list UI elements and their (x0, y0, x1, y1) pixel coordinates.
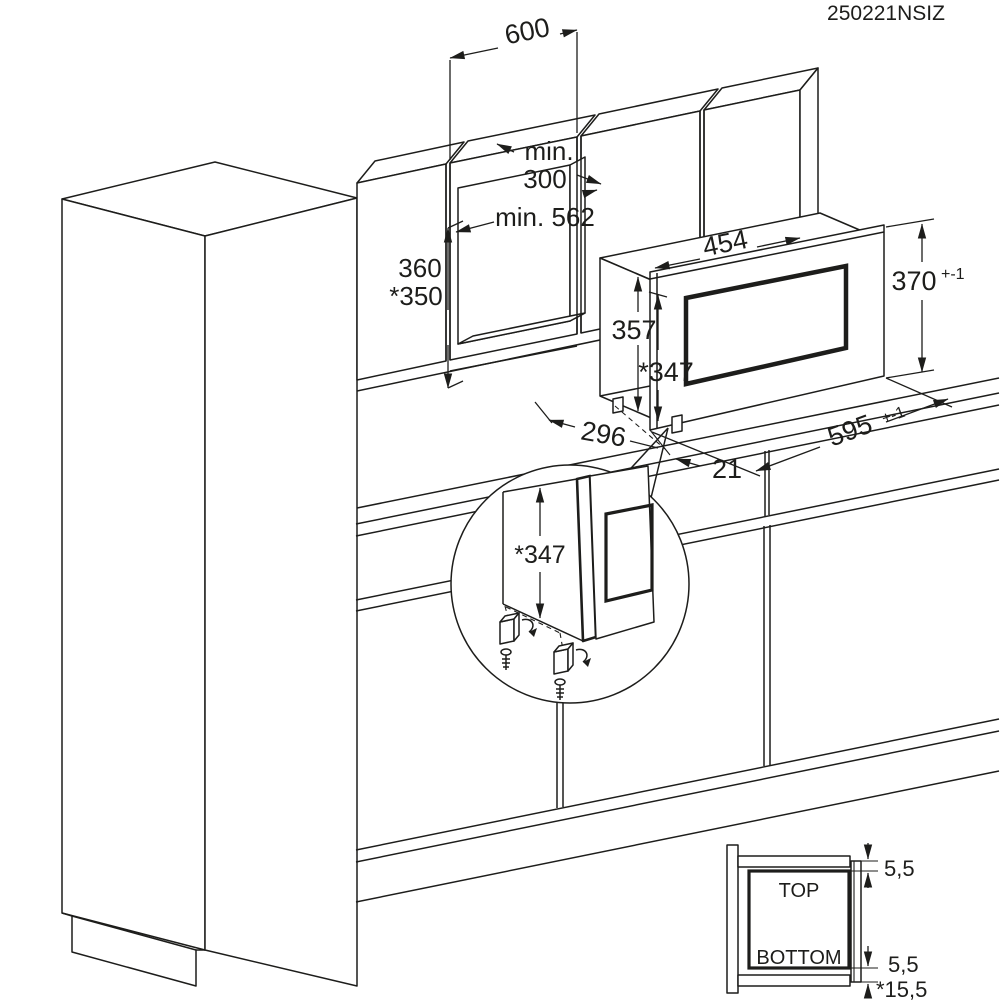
dim-label-370-tolerance: +-1 (941, 266, 965, 283)
inset-bottom-rail (737, 974, 851, 987)
feet-projection-dashed (614, 405, 666, 450)
dim-label-347: *347 (638, 357, 694, 387)
tall-cabinet-right-face (204, 197, 358, 987)
dim-label-350: *350 (389, 281, 443, 311)
mounting-block (499, 612, 537, 670)
microwave-foot (612, 396, 624, 414)
dim-inset-gap-top: 5,5 (850, 843, 915, 888)
inset-side-panel (726, 844, 739, 994)
dim-overhang: 21 (675, 454, 742, 484)
dim-label-detail-347: *347 (514, 541, 565, 569)
dim-label-min: min. (524, 136, 573, 166)
counter-front-edge (355, 392, 1000, 525)
dim-body-height: 357 (611, 276, 657, 412)
mounting-block (553, 642, 591, 700)
dim-label-370: 370 (891, 266, 936, 296)
document-code: 250221NSIZ (827, 2, 945, 25)
rotate-arrow-icon (521, 618, 534, 633)
dim-label-21: 21 (712, 454, 742, 484)
tall-cabinet (61, 161, 358, 987)
detail-door-face (589, 465, 655, 640)
inset-front-strip (850, 860, 862, 983)
microwave-bottom-edge (599, 385, 651, 397)
inset-top-label: TOP (779, 880, 820, 902)
dim-inset-gap-bottom: 5,5 *15,5 (850, 946, 927, 1000)
dim-label-300: 300 (523, 164, 566, 194)
door-bottom-extension (649, 429, 671, 456)
door-edge-line (649, 231, 885, 280)
screw-icon (554, 678, 566, 700)
dim-label-min562: min. 562 (495, 202, 595, 232)
dim-label-gap-bottom: 5,5 (888, 952, 919, 977)
floor-line (355, 770, 1000, 903)
detail-contents: *347 (499, 465, 655, 700)
dim-body-height-alt: *347 (638, 291, 694, 422)
mounting-detail: *347 (450, 427, 690, 704)
dim-label-357: 357 (611, 315, 656, 345)
dim-label-360: 360 (398, 253, 441, 283)
dim-niche-height: 360 *350 (389, 220, 464, 389)
dimension-annotations: 600 min. 300 min. 562 360 *350 (389, 12, 964, 484)
dim-label-600: 600 (502, 12, 552, 50)
tall-cabinet-side-panel (61, 198, 206, 951)
rotate-arrow-icon (575, 648, 588, 663)
microwave-foot (671, 414, 683, 434)
inset-top-rail (737, 855, 851, 868)
inset-bottom-label: BOTTOM (756, 947, 841, 969)
callout-wedge-line (649, 427, 669, 503)
plinth-line (355, 718, 1000, 851)
tall-cabinet-plinth (71, 915, 197, 987)
niche-interior-bottom (457, 312, 586, 345)
inset-appliance-box (747, 869, 851, 970)
dim-inner-depth-min562: min. 562 (455, 189, 598, 233)
dim-top-depth-min300: min. 300 (496, 136, 602, 194)
dim-label-gap-bottom-total: *15,5 (876, 977, 927, 1000)
microwave-oven (599, 212, 885, 456)
screw-icon (500, 648, 512, 670)
cross-section-inset: TOP BOTTOM 5,5 5,5 *15,5 (726, 843, 927, 1000)
base-cabinets (355, 377, 1000, 903)
dim-label-gap-top: 5,5 (884, 856, 915, 881)
dim-detail-height: *347 (514, 487, 566, 619)
microwave-door-window (683, 263, 849, 387)
detail-door-window (604, 503, 654, 604)
dim-label-595: 595 (824, 409, 877, 453)
dim-front-height: 370 +-1 (885, 218, 965, 379)
dim-label-296: 296 (579, 415, 629, 452)
